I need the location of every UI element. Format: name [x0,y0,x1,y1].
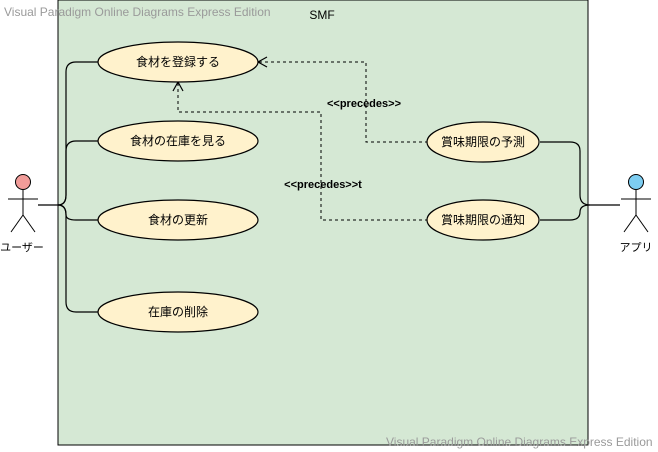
use-case-view-stock-label: 食材の在庫を見る [130,133,226,148]
association-user-view-stock [57,140,98,206]
actor-app-head [628,174,644,190]
use-case-update: 食材の更新 [97,199,259,241]
watermark-bottom: Visual Paradigm Online Diagrams Express … [386,435,653,449]
use-case-notify: 賞味期限の通知 [426,199,540,241]
watermark-top: Visual Paradigm Online Diagrams Express … [4,5,271,19]
use-case-delete: 在庫の削除 [97,291,259,333]
precedes-arrow-notify [172,80,428,221]
actor-user-head [15,174,31,190]
use-case-register-label: 食材を登録する [136,54,220,69]
association-user-delete [57,204,98,313]
association-app-predict [540,141,620,206]
precedes-label-notify: <<precedes>>t [284,179,362,191]
actor-app: アプリ [620,174,653,254]
use-case-update-label: 食材の更新 [148,212,208,227]
use-case-predict: 賞味期限の予測 [426,121,540,163]
actor-app-label: アプリ [620,241,653,254]
use-case-view-stock: 食材の在庫を見る [97,120,259,162]
actor-user-label: ユーザー [0,241,44,254]
use-case-delete-label: 在庫の削除 [148,304,208,319]
association-app-notify [540,204,591,221]
system-title: SMF [309,8,334,22]
use-case-register: 食材を登録する [97,41,259,83]
precedes-label-predict: <<precedes>> [327,98,401,110]
actor-user: ユーザー [0,174,44,254]
use-case-notify-label: 賞味期限の通知 [441,213,525,227]
use-case-predict-label: 賞味期限の予測 [441,135,525,149]
precedes-arrow-predict [256,56,428,143]
